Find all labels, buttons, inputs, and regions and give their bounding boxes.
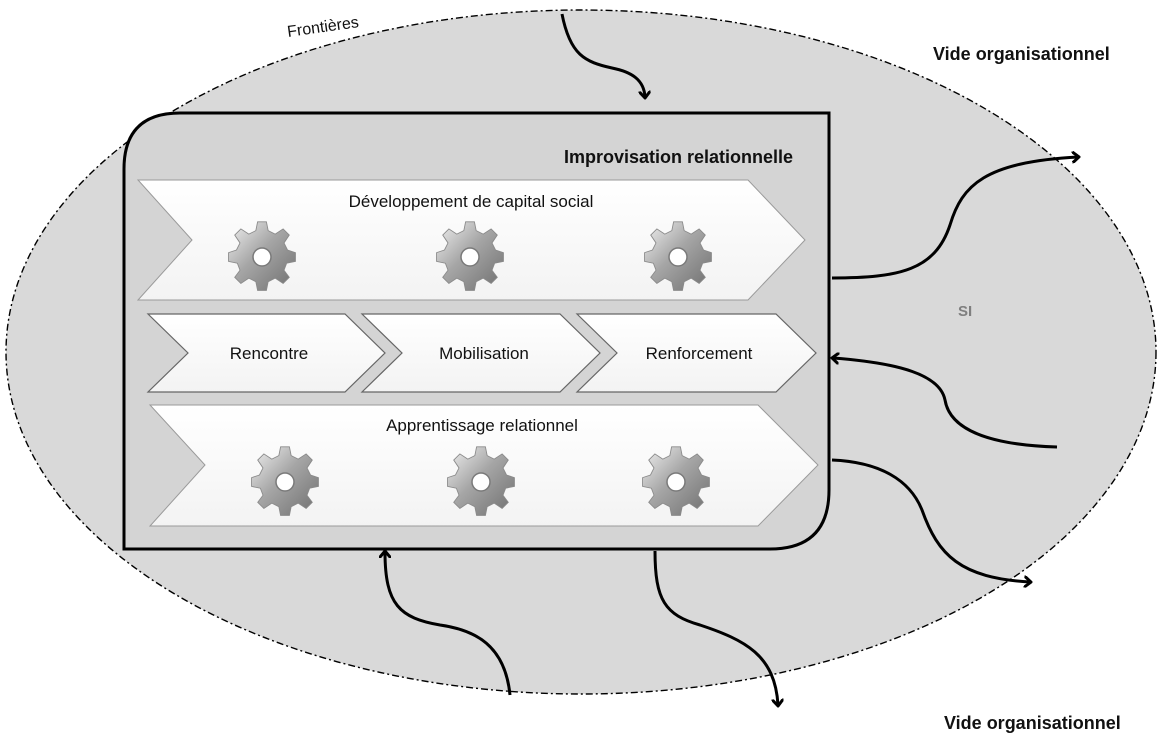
arrow-bottom-out — [653, 550, 778, 705]
label-vide-bottom: Vide organisationnel — [944, 713, 1121, 733]
gear-icon — [446, 446, 516, 517]
label-vide-top: Vide organisationnel — [933, 44, 1110, 64]
arrow-right-out-bottom — [831, 458, 1030, 582]
gear-icon — [641, 446, 711, 517]
phase-chevron-mobilisation — [360, 313, 601, 393]
gear-icon — [250, 446, 320, 517]
arrow-right-in — [833, 358, 1058, 449]
arrow-right-out-top — [831, 157, 1078, 280]
phase-label-rencontre: Rencontre — [230, 344, 308, 363]
arrow-top-in — [560, 13, 645, 97]
apprentissage-label: Apprentissage relationnel — [386, 416, 578, 435]
gear-icon — [435, 221, 505, 292]
phase-label-renforcement: Renforcement — [646, 344, 753, 363]
phase-chevron-renforcement — [575, 313, 817, 393]
arrow-bottom-in — [385, 552, 512, 696]
phase-label-mobilisation: Mobilisation — [439, 344, 529, 363]
improvisation-title: Improvisation relationnelle — [564, 147, 793, 167]
capital-social-label: Développement de capital social — [349, 192, 594, 211]
label-si: SI — [958, 303, 972, 320]
phase-chevron-rencontre — [146, 313, 386, 393]
gear-icon — [643, 221, 713, 292]
gear-icon — [227, 221, 297, 292]
label-frontieres: Frontières — [286, 14, 360, 41]
